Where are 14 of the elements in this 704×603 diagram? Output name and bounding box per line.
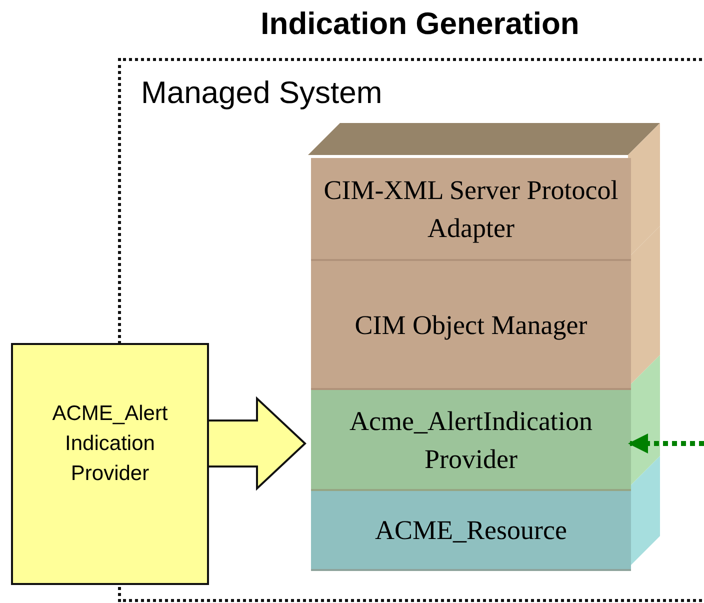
region-label: Managed System xyxy=(141,75,382,111)
layer-label: Acme_AlertIndication Provider xyxy=(348,404,594,476)
layer-label: CIM Object Manager xyxy=(354,308,588,342)
layer-label: CIM-XML Server Protocol Adapter xyxy=(322,174,620,245)
layer-label: ACME_Resource xyxy=(374,514,568,547)
stack-layer xyxy=(311,491,631,571)
stack-layer xyxy=(311,158,631,261)
stack-layer xyxy=(311,390,631,491)
stack-layer xyxy=(311,261,631,390)
dotted-arrow xyxy=(628,434,704,454)
block-arrow xyxy=(207,396,306,491)
callout-text: ACME_Alert Indication Provider xyxy=(51,401,169,487)
diagram-title: Indication Generation xyxy=(260,6,580,42)
provider-callout xyxy=(11,343,209,585)
